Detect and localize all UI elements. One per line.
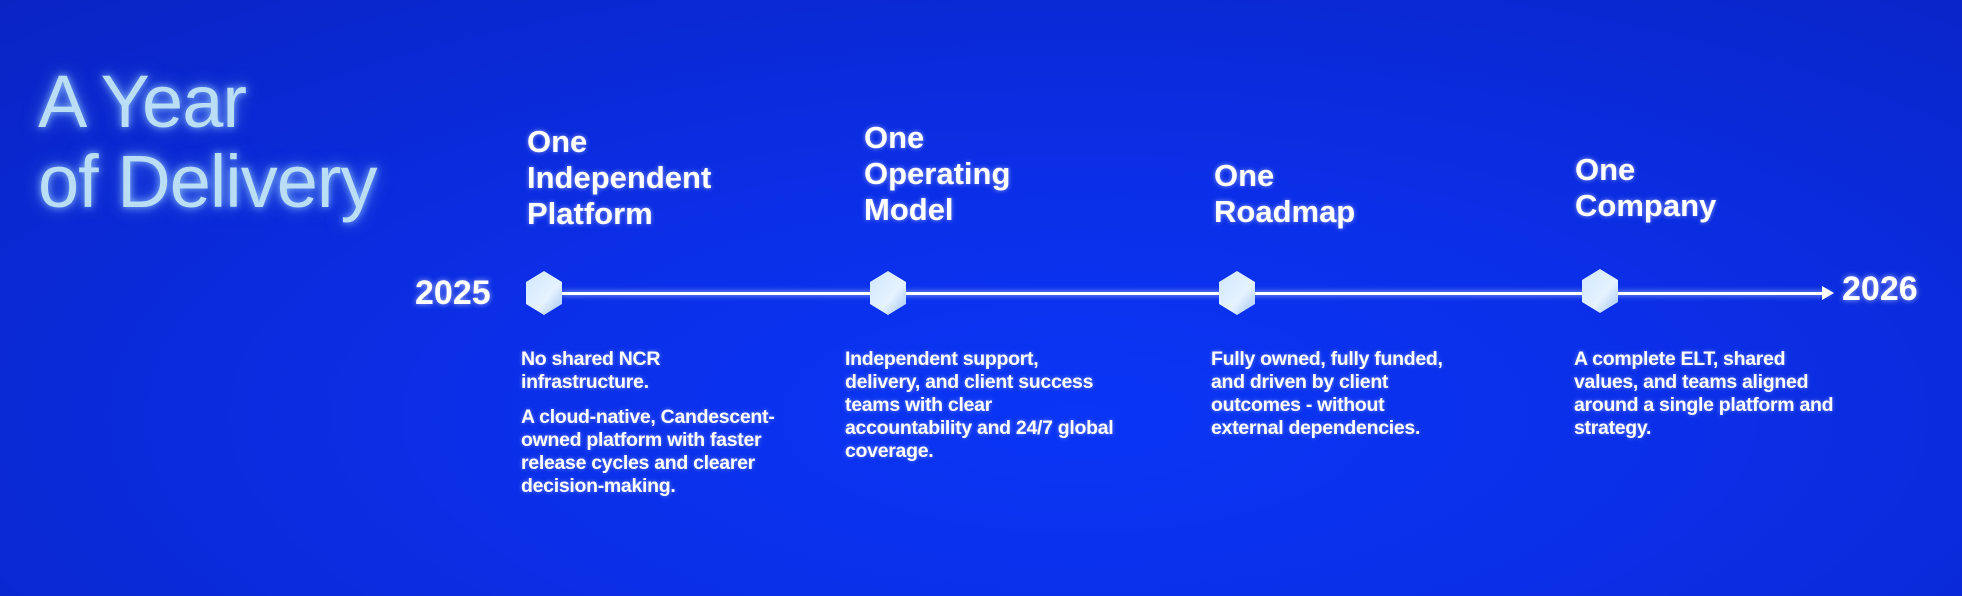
stage-title-line: Operating [864, 156, 1011, 191]
stage-title-line: Model [864, 192, 954, 227]
stage-description-operating-model: Independent support, delivery, and clien… [845, 348, 1115, 475]
slide-title: A Year of Delivery [38, 60, 378, 223]
stage-title-line: One [527, 124, 588, 159]
description-paragraph: A cloud-native, Candescent-owned platfor… [521, 406, 775, 497]
end-year: 2026 [1842, 270, 1918, 308]
milestone-hexagon-icon [1219, 271, 1255, 315]
stage-description-platform: No shared NCR infrastructure. A cloud-na… [521, 348, 791, 510]
stage-title-platform: One Independent Platform [527, 124, 711, 232]
slide-title-line2: of Delivery [38, 140, 378, 223]
stage-title-roadmap: One Roadmap [1214, 158, 1355, 230]
stage-title-line: Company [1575, 188, 1717, 223]
description-paragraph: A complete ELT, shared values, and teams… [1574, 348, 1834, 439]
start-year: 2025 [415, 274, 491, 312]
description-paragraph: No shared NCR infrastructure. [521, 348, 661, 393]
stage-title-line: One [1575, 152, 1636, 187]
stage-title-company: One Company [1575, 152, 1716, 224]
stage-title-line: Roadmap [1214, 194, 1356, 229]
stage-description-company: A complete ELT, shared values, and teams… [1574, 348, 1834, 452]
milestone-hexagon-icon [526, 271, 562, 315]
stage-title-operating-model: One Operating Model [864, 120, 1010, 228]
stage-title-line: Independent [527, 160, 712, 195]
stage-title-line: Platform [527, 196, 653, 231]
milestone-hexagon-icon [870, 271, 906, 315]
stage-description-roadmap: Fully owned, fully funded, and driven by… [1211, 348, 1451, 452]
timeline-line [560, 292, 1830, 295]
slide-title-line1: A Year [38, 60, 247, 143]
stage-title-line: One [1214, 158, 1275, 193]
milestone-hexagon-icon [1582, 269, 1618, 313]
description-paragraph: Fully owned, fully funded, and driven by… [1211, 348, 1443, 439]
description-paragraph: Independent support, delivery, and clien… [845, 348, 1114, 462]
stage-title-line: One [864, 120, 925, 155]
arrow-head-icon [1822, 286, 1834, 300]
